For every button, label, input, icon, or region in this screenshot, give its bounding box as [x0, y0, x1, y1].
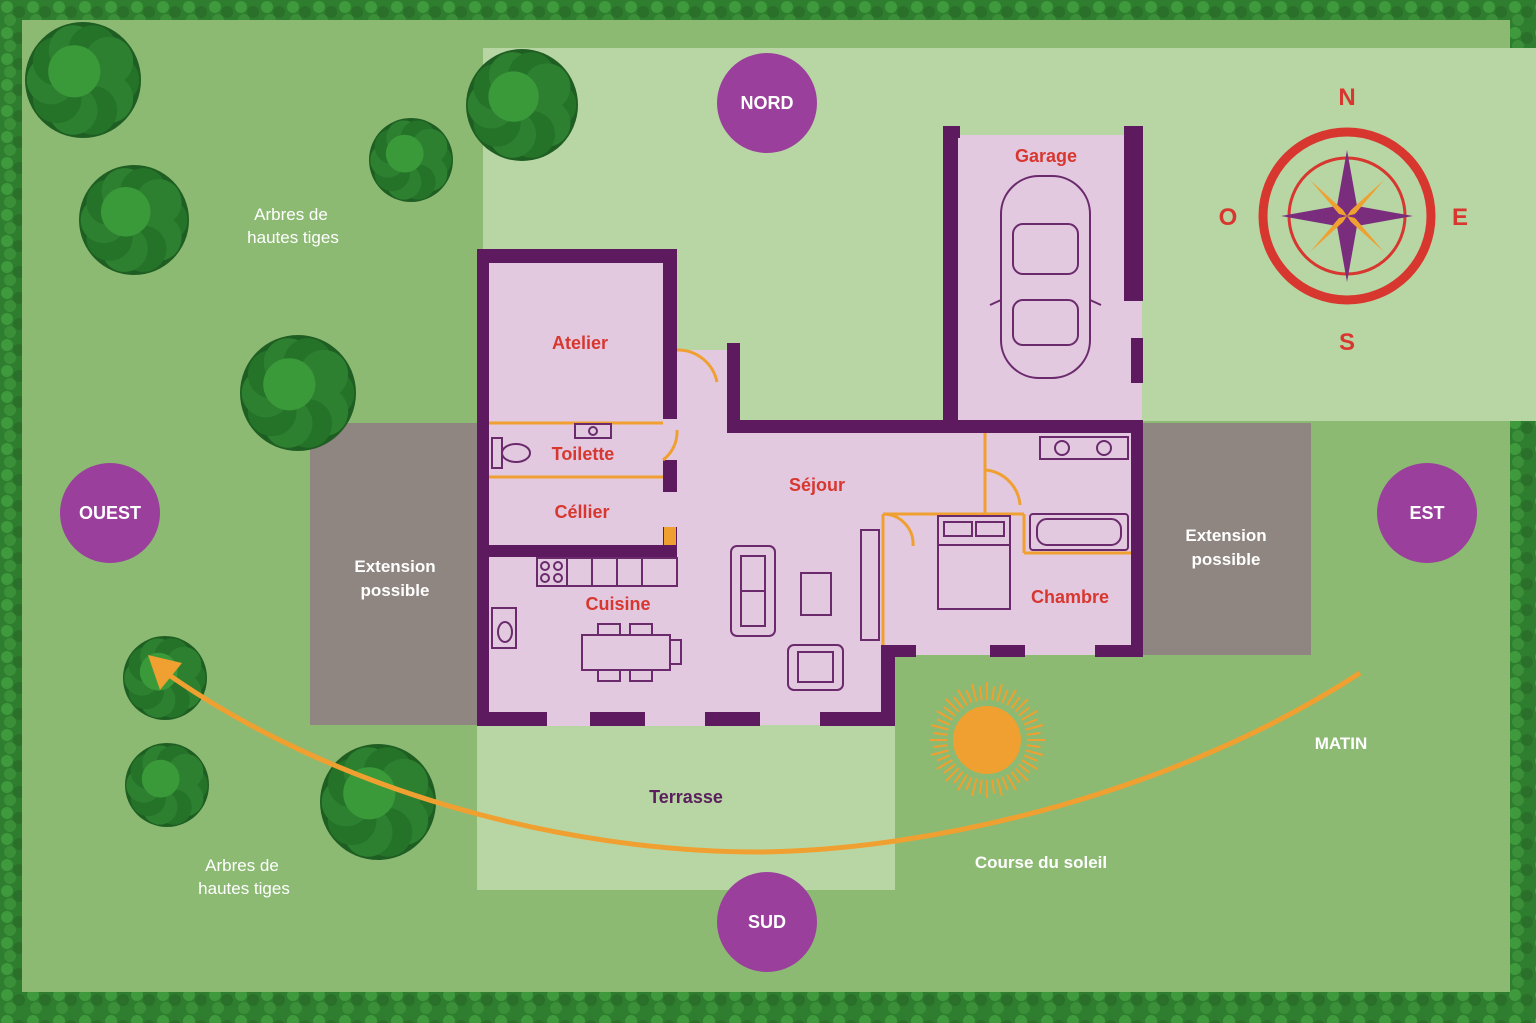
trees-bottom-label-line2: hautes tiges — [198, 879, 290, 898]
direction-label-nord: NORD — [741, 93, 794, 113]
direction-badge-est: EST — [1377, 463, 1477, 563]
tree-icon — [369, 118, 453, 202]
room-label-garage: Garage — [1015, 146, 1077, 166]
direction-label-sud: SUD — [748, 912, 786, 932]
trees — [25, 22, 578, 860]
room-label-atelier: Atelier — [552, 333, 608, 353]
house-walls — [477, 126, 1143, 726]
door-marker — [664, 527, 676, 545]
west-extension-label-line1: Extension — [354, 557, 435, 576]
room-label-sejour: Séjour — [789, 475, 845, 495]
sink-icon — [491, 423, 1129, 649]
room-label-chambre: Chambre — [1031, 587, 1109, 607]
west-extension-area — [310, 423, 477, 725]
east-extension-area — [1143, 423, 1311, 655]
tree-icon — [466, 49, 578, 161]
sun-path-arrow — [160, 667, 1362, 855]
east-extension-label-line2: possible — [1192, 550, 1261, 569]
toilet-icon — [491, 437, 531, 469]
armchair-icon — [787, 644, 844, 691]
west-extension-label-line2: possible — [361, 581, 430, 600]
direction-label-ouest: OUEST — [79, 503, 141, 523]
direction-badge-sud: SUD — [717, 872, 817, 972]
stove-icon — [536, 557, 678, 587]
compass-south-label: S — [1339, 329, 1355, 356]
tree-icon — [79, 165, 189, 275]
room-label-cellier: Céllier — [554, 502, 609, 522]
direction-label-est: EST — [1409, 503, 1444, 523]
sun-morning-label: MATIN — [1315, 734, 1368, 753]
sun-course-label: Course du soleil — [975, 853, 1107, 872]
tree-icon — [320, 744, 436, 860]
bed-icon — [937, 515, 1011, 610]
car-icon — [989, 175, 1102, 379]
east-extension-label-line1: Extension — [1185, 526, 1266, 545]
compass-east-label: E — [1452, 204, 1468, 231]
tree-icon — [240, 335, 356, 451]
room-label-toilette: Toilette — [552, 444, 615, 464]
tree-icon — [25, 22, 141, 138]
sun-path-arrowhead — [148, 655, 182, 690]
room-label-terrasse: Terrasse — [649, 787, 723, 807]
room-label-cuisine: Cuisine — [585, 594, 650, 614]
house-floor — [485, 135, 1142, 726]
sun-icon — [929, 682, 1045, 798]
bathtub-icon — [1029, 513, 1129, 551]
trees-top-label-line1: Arbres de — [254, 205, 328, 224]
compass-rose-icon — [1258, 127, 1436, 305]
tree-icon — [125, 743, 209, 827]
trees-top-label-line2: hautes tiges — [247, 228, 339, 247]
compass-north-label: N — [1338, 84, 1355, 111]
trees-bottom-label-line1: Arbres de — [205, 856, 279, 875]
direction-badge-ouest: OUEST — [60, 463, 160, 563]
direction-badge-nord: NORD — [717, 53, 817, 153]
terrace-area — [477, 725, 895, 890]
compass-west-label: O — [1219, 204, 1238, 231]
sofa-icon — [730, 529, 880, 641]
dining-table-icon — [581, 623, 682, 682]
